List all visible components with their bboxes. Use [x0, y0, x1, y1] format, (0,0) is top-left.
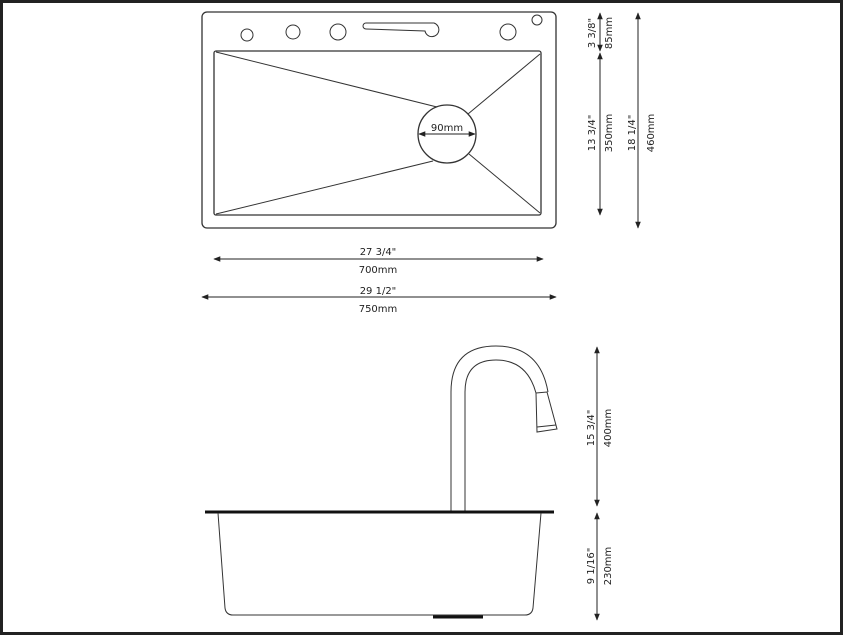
bowl-depth-mm: 230mm: [603, 547, 614, 586]
faucet-height-mm: 400mm: [603, 409, 614, 448]
drain-diameter-label: 90mm: [431, 123, 463, 134]
basin-width-mm: 700mm: [359, 265, 398, 276]
basin-depth-in: 13 3/4": [587, 115, 598, 152]
tap-hole: [499, 23, 517, 41]
tap-hole: [285, 24, 301, 40]
faucet-height-in: 15 3/4": [586, 410, 597, 447]
total-depth-mm: 460mm: [646, 114, 657, 153]
faucet-outer: [450, 345, 549, 511]
tap-hole: [329, 23, 347, 41]
basin-outline: [213, 50, 542, 216]
tap-hole: [240, 28, 254, 42]
faucet-inner: [464, 359, 537, 511]
depth-top-mm: 85mm: [604, 17, 615, 49]
depth-top-in: 3 3/8": [587, 18, 598, 48]
basin-depth-mm: 350mm: [604, 114, 615, 153]
bowl-depth-in: 9 1/16": [586, 548, 597, 585]
drain-circle: [417, 104, 477, 164]
knife-slot: [362, 22, 440, 38]
faucet-spout-head: [535, 391, 558, 433]
tap-hole: [531, 14, 543, 26]
sink-outline: [201, 11, 557, 229]
total-width-in: 29 1/2": [360, 286, 397, 297]
top-view: 90mm 3 3/8" 85mm 13 3/4" 350mm 18 1/4" 4…: [201, 11, 657, 315]
basin-width-in: 27 3/4": [360, 247, 397, 258]
total-width-mm: 750mm: [359, 304, 398, 315]
side-view: 15 3/4" 400mm 9 1/16" 230mm: [205, 345, 614, 621]
total-depth-in: 18 1/4": [627, 115, 638, 152]
bowl-profile: [217, 512, 542, 616]
